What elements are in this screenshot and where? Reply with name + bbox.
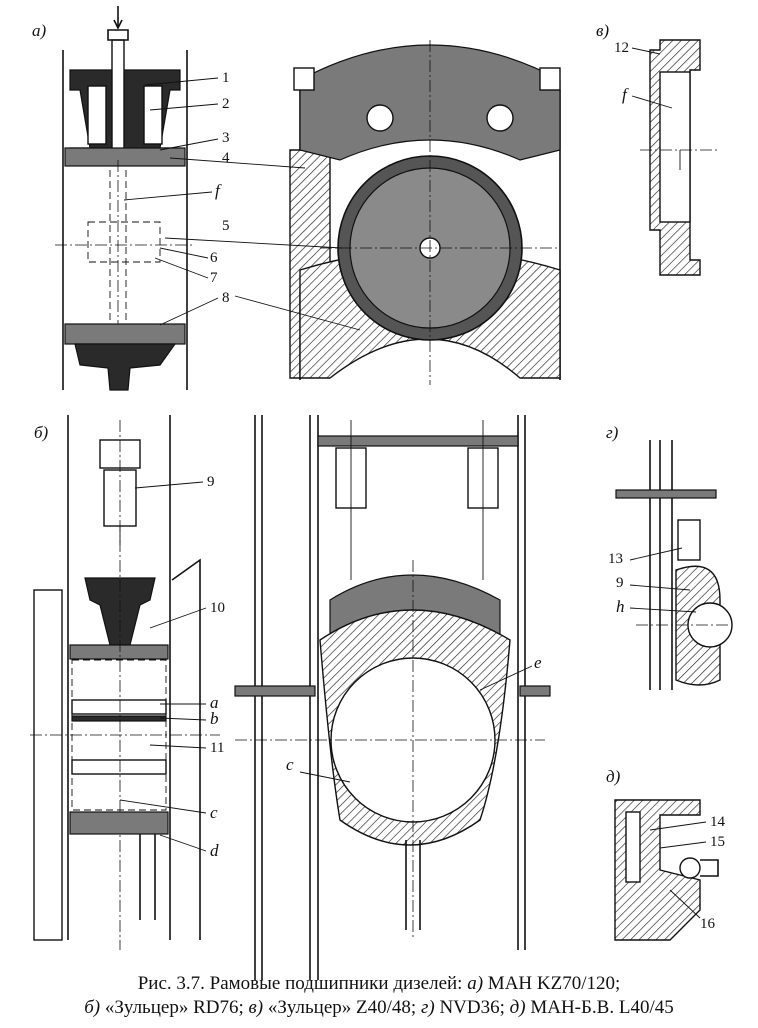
- callout-label: 7: [210, 270, 218, 286]
- callout-label: 11: [210, 740, 224, 756]
- callout-label: 15: [710, 834, 725, 850]
- callout-label: a: [210, 693, 219, 712]
- callout-label: 16: [700, 916, 716, 932]
- panel-d-view: д) 14 15 16: [606, 767, 726, 941]
- caption-line-2: б) «Зульцер» RD76; в) «Зульцер» Z40/48; …: [0, 996, 758, 1020]
- caption-text: а): [467, 973, 484, 994]
- callout-label: 2: [222, 96, 230, 112]
- callout-label: 9: [207, 474, 215, 490]
- callout-label: c: [210, 803, 218, 822]
- panel-label-b: б): [34, 423, 49, 442]
- callout-label: 3: [222, 130, 230, 146]
- caption-text: MAH KZ70/120;: [483, 973, 621, 994]
- caption-text: в): [248, 997, 264, 1018]
- caption-text: Рис. 3.7. Рамовые подшипники дизелей:: [137, 973, 468, 994]
- panel-label-d: д): [606, 767, 621, 786]
- caption-text: д): [509, 997, 526, 1018]
- callout-label: c: [286, 755, 294, 774]
- caption-text: «Зульцер» Z40/48;: [263, 997, 421, 1018]
- panel-v-view: в) 12 f: [596, 21, 720, 276]
- panel-label-g: г): [606, 423, 619, 442]
- panel-label-a: а): [32, 21, 47, 40]
- callout-label: d: [210, 841, 219, 860]
- figure-caption: Рис. 3.7. Рамовые подшипники дизелей: а)…: [0, 972, 758, 1020]
- callout-label: 1: [222, 70, 230, 86]
- panel-a-labels: а) 1 2 3 4 f 5 6 7 8: [32, 21, 361, 331]
- callout-label: 4: [222, 150, 230, 166]
- panel-b-section-view: [234, 415, 551, 980]
- callout-label: h: [616, 597, 625, 616]
- panel-a-section-view: [289, 40, 561, 385]
- caption-text: г): [420, 997, 435, 1018]
- panel-g-view: г) 13 9 h: [606, 423, 733, 690]
- caption-text: б): [84, 997, 101, 1018]
- panel-label-v: в): [596, 21, 609, 40]
- caption-text: NVD36;: [434, 997, 510, 1018]
- callout-label: 5: [222, 218, 230, 234]
- callout-label: f: [215, 181, 222, 200]
- callout-label: e: [534, 653, 542, 672]
- callout-label: 6: [210, 250, 218, 266]
- callout-label: 10: [210, 600, 225, 616]
- callout-label: 9: [616, 575, 624, 591]
- caption-text: «Зульцер» RD76;: [100, 997, 249, 1018]
- callout-label: b: [210, 709, 219, 728]
- callout-label: f: [622, 85, 629, 104]
- caption-line-1: Рис. 3.7. Рамовые подшипники дизелей: а)…: [0, 972, 758, 996]
- callout-label: 14: [710, 814, 726, 830]
- caption-text: MAH-Б.В. L40/45: [525, 997, 674, 1018]
- panel-a-side-view: [55, 6, 195, 391]
- callout-label: 8: [222, 290, 230, 306]
- panel-b-labels: б) 9 10 a b 11 c d c e: [34, 423, 542, 860]
- panel-b-side-view: [30, 415, 220, 950]
- callout-label: 13: [608, 551, 623, 567]
- callout-label: 12: [614, 40, 629, 56]
